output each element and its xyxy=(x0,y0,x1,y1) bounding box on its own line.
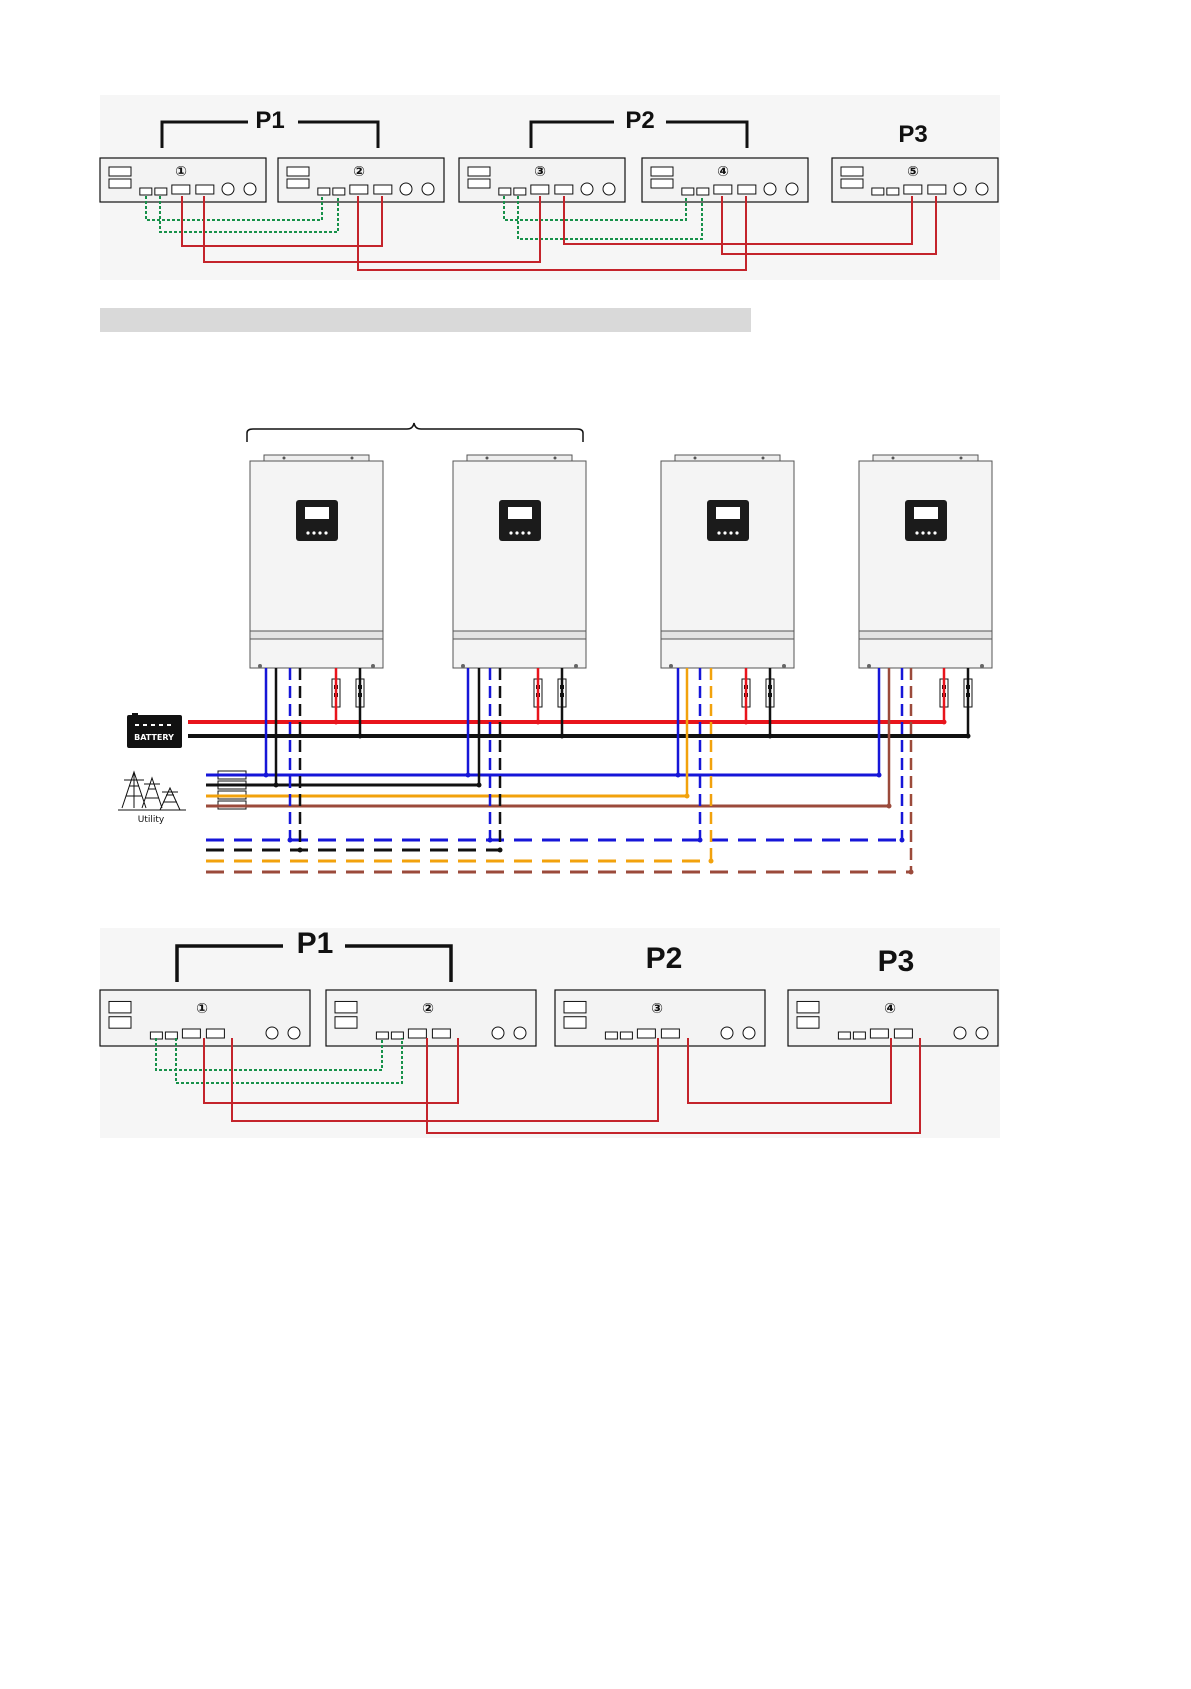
group-label-p3: P3 xyxy=(898,121,927,148)
inverter-2 xyxy=(453,455,586,668)
power-wires xyxy=(188,668,968,872)
unit-panel-2: ② xyxy=(326,990,536,1046)
unit-panel-2: ② xyxy=(278,158,444,202)
inverter-lcd-2 xyxy=(499,500,541,541)
inverter-1 xyxy=(250,455,383,668)
middle-wiring-diagram: BATTERY Utility xyxy=(118,423,992,875)
bottom-parallel-diagram: P1 P2 P3 ① ② ③ ④ xyxy=(100,927,1000,1138)
unit-number-2: ② xyxy=(353,164,365,180)
unit-panel-1: ① xyxy=(100,990,310,1046)
unit-panel-1: ① xyxy=(100,158,266,202)
inverter-3 xyxy=(661,455,794,668)
unit-number-3: ③ xyxy=(534,164,546,180)
group-label-p1-bottom: P1 xyxy=(297,927,334,960)
inverter-lcd-1 xyxy=(296,500,338,541)
inverter-units xyxy=(250,455,992,668)
power-tower-icon xyxy=(118,772,186,810)
p1-brace xyxy=(247,423,583,442)
unit-number-4: ④ xyxy=(717,164,729,180)
unit-panel-5: ⑤ xyxy=(832,158,998,202)
unit-panel-4: ④ xyxy=(788,990,998,1046)
top-unit-panels: ① ② ③ ④ ⑤ xyxy=(100,158,998,202)
unit-panel-3: ③ xyxy=(555,990,765,1046)
group-label-p2-bottom: P2 xyxy=(646,942,683,975)
inverter-lcd-3 xyxy=(707,500,749,541)
group-label-p3-bottom: P3 xyxy=(878,945,915,978)
battery-icon xyxy=(127,715,182,748)
unit-number-3: ③ xyxy=(651,1001,663,1017)
inverter-lcd-4 xyxy=(905,500,947,541)
group-label-p1: P1 xyxy=(255,107,284,134)
utility-terminal-block xyxy=(218,771,246,809)
unit-panel-3: ③ xyxy=(459,158,625,202)
utility: Utility xyxy=(118,772,186,825)
unit-number-5: ⑤ xyxy=(907,164,919,180)
utility-label: Utility xyxy=(138,815,165,825)
unit-number-4: ④ xyxy=(884,1001,896,1017)
group-label-p2: P2 xyxy=(625,107,654,134)
unit-number-2: ② xyxy=(422,1001,434,1017)
battery-label: BATTERY xyxy=(134,733,174,742)
unit-number-1: ① xyxy=(196,1001,208,1017)
unit-panel-4: ④ xyxy=(642,158,808,202)
inverter-4 xyxy=(859,455,992,668)
unit-number-1: ① xyxy=(175,164,187,180)
dc-breakers xyxy=(332,679,972,707)
section-heading-bar xyxy=(100,308,751,332)
battery: BATTERY xyxy=(127,713,182,748)
top-parallel-diagram: P1 P2 P3 ① ② ③ ④ ⑤ xyxy=(100,95,1000,280)
